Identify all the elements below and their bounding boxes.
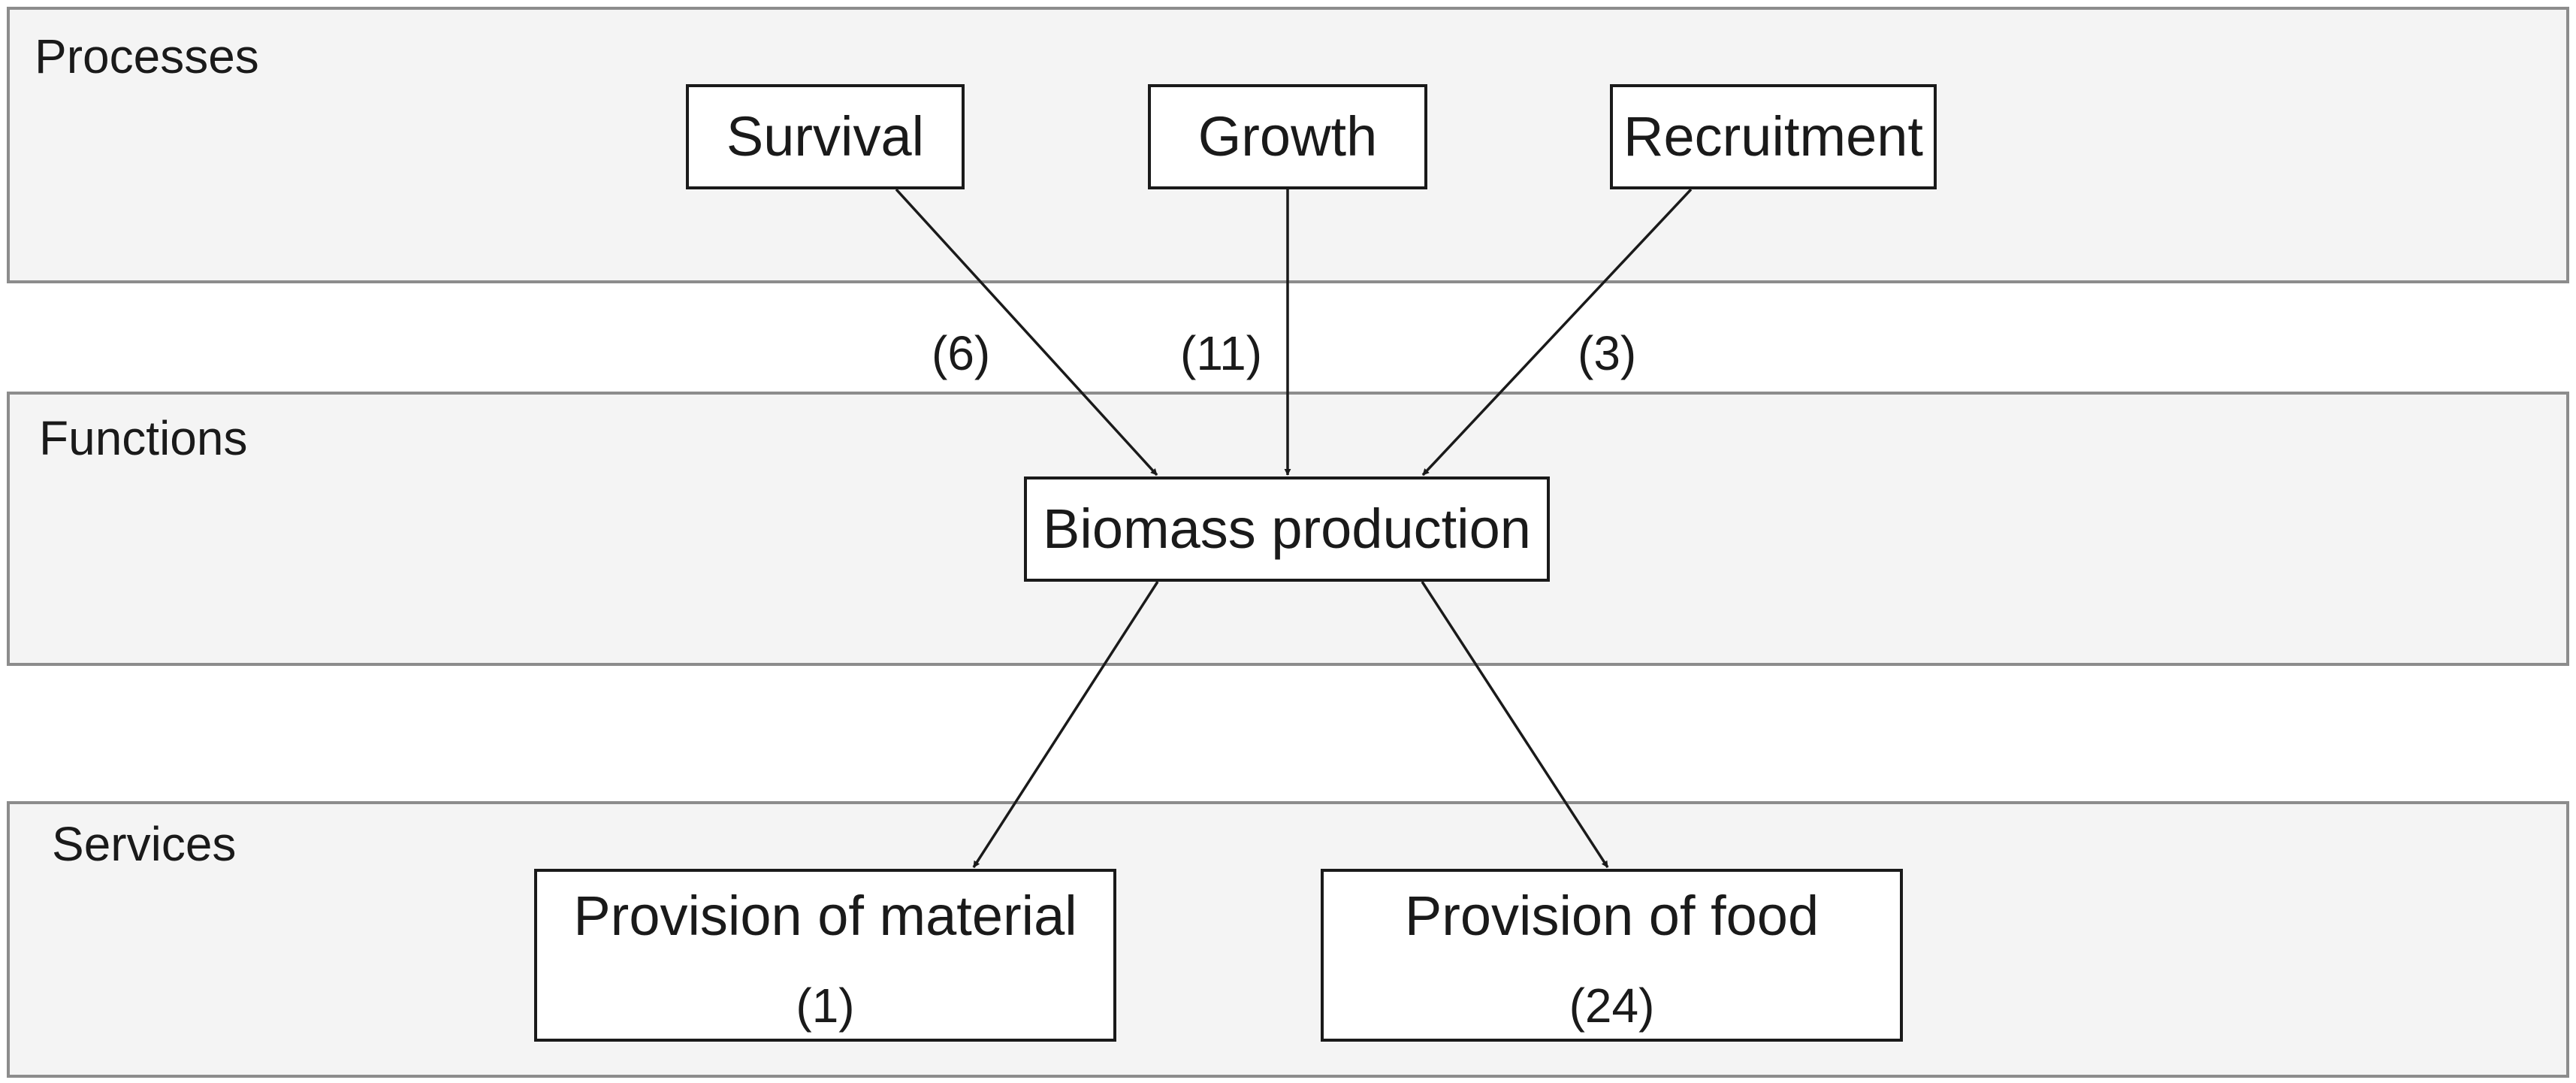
provision-of-food-title: Provision of food <box>1404 885 1820 947</box>
edge-label-survival: (6) <box>932 326 991 380</box>
survival-node: Survival <box>686 84 965 189</box>
growth-node: Growth <box>1148 84 1427 189</box>
biomass-production-node: Biomass production <box>1024 476 1550 582</box>
biomass-production-label: Biomass production <box>1043 498 1531 560</box>
survival-label: Survival <box>726 105 925 168</box>
recruitment-node: Recruitment <box>1610 84 1937 189</box>
edge-biomass-food <box>1421 581 1609 868</box>
provision-of-food-node: Provision of food (24) <box>1321 869 1903 1042</box>
edge-label-recruitment: (3) <box>1578 326 1637 380</box>
provision-of-material-count: (1) <box>796 979 855 1033</box>
provision-of-material-title: Provision of material <box>573 885 1077 947</box>
services-band-label: Services <box>52 817 237 871</box>
edge-biomass-material <box>972 581 1159 868</box>
recruitment-label: Recruitment <box>1623 105 1923 168</box>
services-band: Services <box>7 801 2569 1078</box>
provision-of-food-count: (24) <box>1569 979 1655 1033</box>
functions-band-label: Functions <box>39 411 248 465</box>
edge-survival-biomass <box>895 188 1158 476</box>
edge-label-growth: (11) <box>1180 326 1263 380</box>
edge-recruitment-biomass <box>1421 188 1693 476</box>
processes-band-label: Processes <box>35 29 259 83</box>
provision-of-material-node: Provision of material (1) <box>534 869 1116 1042</box>
growth-label: Growth <box>1197 105 1378 168</box>
